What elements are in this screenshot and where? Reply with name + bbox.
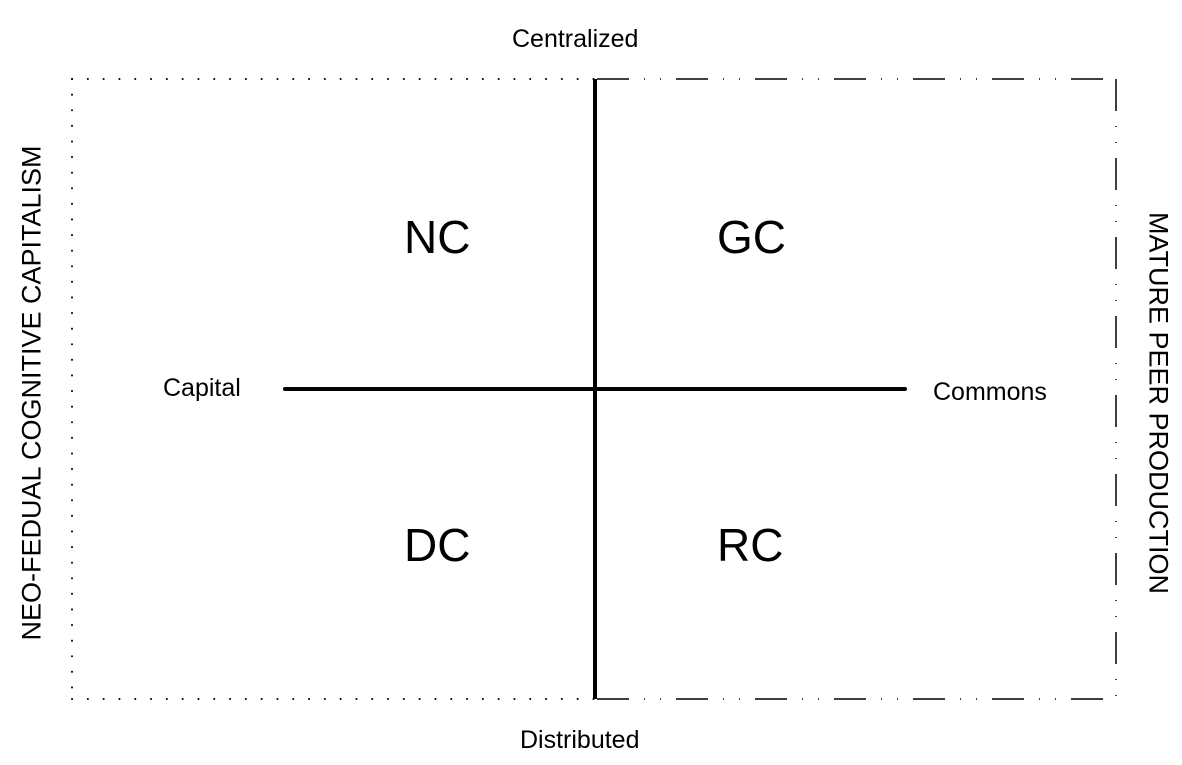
side-label-right: MATURE PEER PRODUCTION [1143,211,1174,595]
axis-label-bottom: Distributed [520,726,640,754]
quadrant-nc: NC [404,211,471,263]
quadrant-dc: DC [404,519,471,571]
axis-label-top: Centralized [512,25,639,53]
axis-label-left: Capital [163,374,241,402]
axis-label-right: Commons [933,378,1047,406]
right-region-dashdot-border [597,78,1117,700]
side-label-left: NEO-FEDUAL COGNITIVE CAPITALISM [16,145,47,641]
quadrant-gc: GC [717,211,786,263]
quadrant-rc: RC [717,519,784,571]
